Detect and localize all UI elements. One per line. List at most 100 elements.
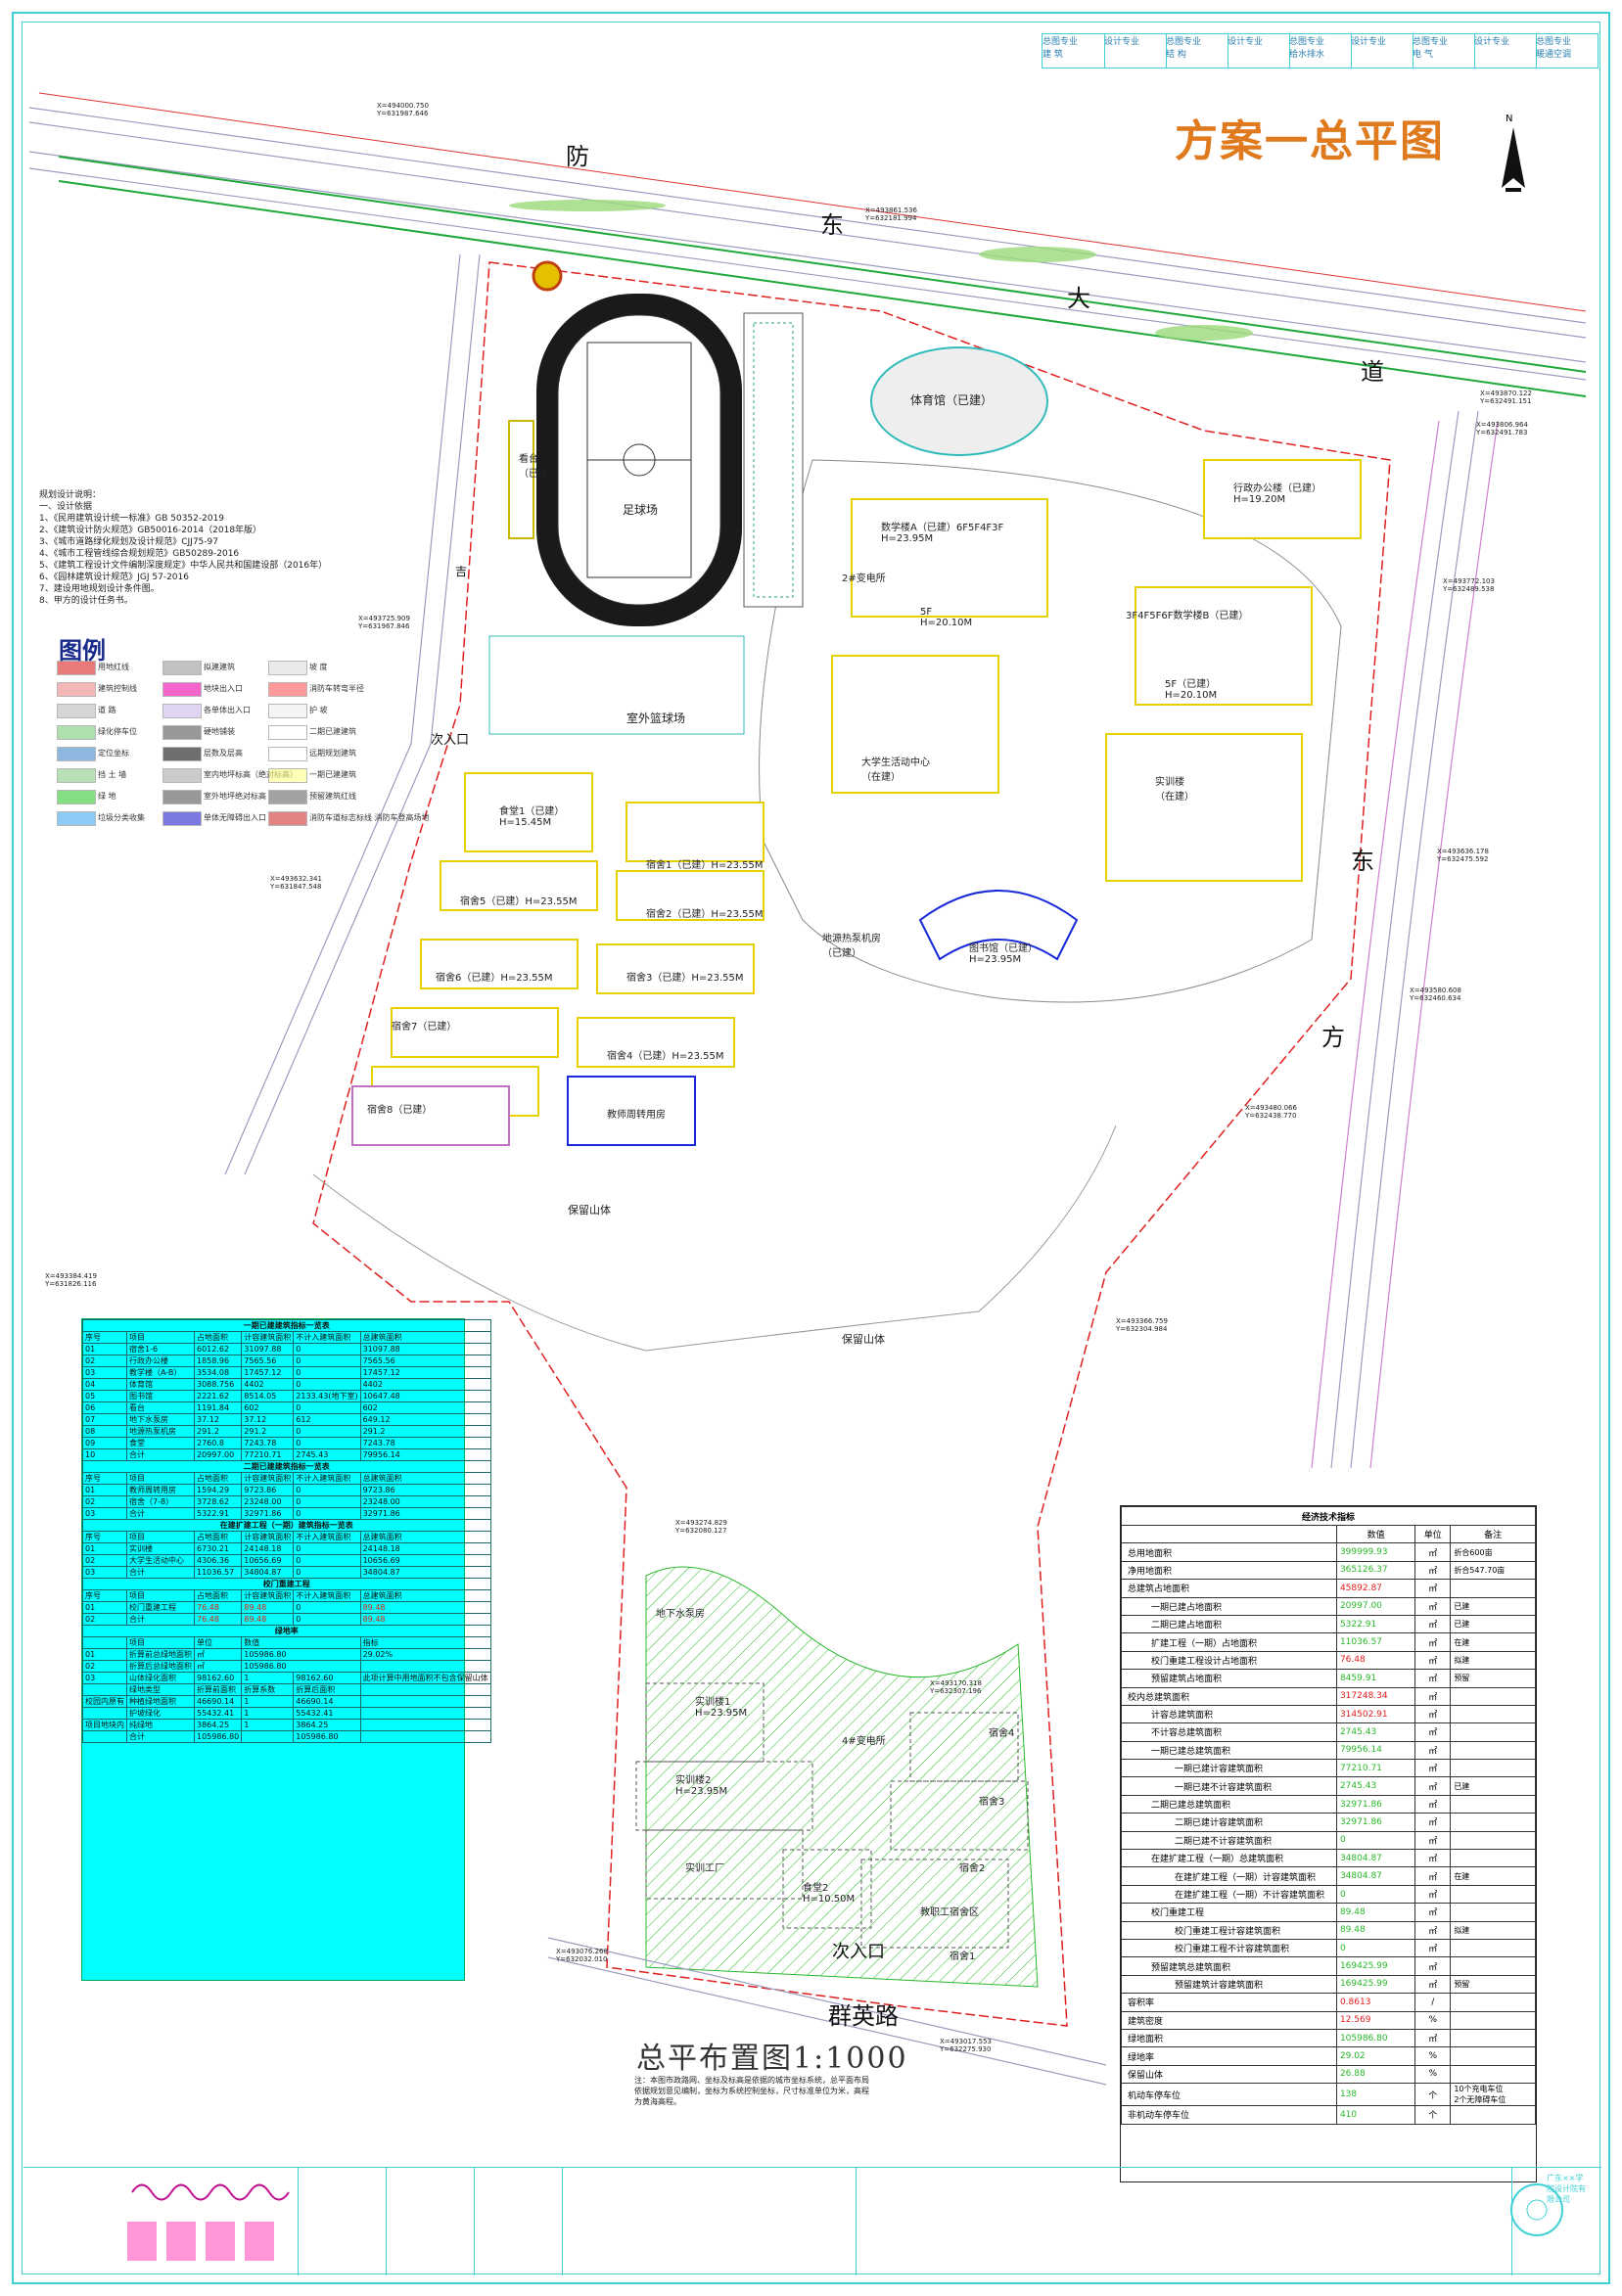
table-cell: 3088.756 [193,1378,243,1391]
table-cell: 3864.25 [293,1719,361,1731]
table-cell: 项目 [126,1531,195,1543]
company-seal-icon [1510,2183,1563,2236]
road-label: 方 [1321,1024,1345,1051]
table-cell: 护坡绿化 [126,1707,195,1720]
table-cell: 总建筑占地面积 [1121,1579,1337,1598]
table-cell: 8514.05 [241,1390,295,1402]
table-cell: 二期已建不计容建筑面积 [1121,1830,1337,1851]
table-cell: 已建 [1450,1596,1536,1616]
table-cell: 数值 [241,1636,361,1649]
table-cell: ㎡ [1414,1722,1452,1742]
table-cell: 1191.84 [193,1401,243,1414]
table-row: 数值单位备注 [1121,1524,1536,1544]
table-cell: ㎡ [1414,1884,1452,1905]
table-cell: 06 [82,1401,127,1414]
table-cell: 宿舍1-6 [126,1343,195,1355]
hill-boundary [312,1125,1117,1352]
pump-label: 地源热泵机房 （已建） [822,934,881,959]
table-cell: ㎡ [1414,1776,1452,1796]
practice1-label: 实训楼1 H=23.95M [695,1697,748,1719]
tb-cell [562,2168,857,2275]
table-cell: 45892.87 [1335,1579,1416,1598]
substation-label: 2#变电所 [842,574,886,584]
table-cell: 一期已建建筑指标一览表 [82,1319,491,1332]
road-label: 东 [820,211,844,239]
table-cell: 绿地面积 [1121,2028,1337,2048]
south-road [547,1937,1107,2086]
table-cell: 10656.69 [241,1554,295,1567]
table-cell: 01 [82,1601,127,1614]
table-cell: 不计入建筑面积 [293,1472,361,1485]
table-cell: 校内总建筑面积 [1121,1686,1337,1706]
table-cell: 合计 [126,1566,195,1579]
table-cell: 01 [82,1542,127,1555]
south-pump-label: 地下水泵房 [656,1609,705,1620]
table-cell: 602 [241,1401,295,1414]
table-row: 校门重建工程 [82,1578,491,1590]
table-cell [1450,1849,1536,1868]
table-cell: 20997.00 [193,1448,243,1461]
legend-swatch [57,682,96,697]
table-cell: 89.48 [359,1613,491,1626]
legend-item-label: 用地红线 [98,663,129,671]
legend-swatch [162,725,202,740]
dorm2-label: 宿舍2（已建）H=23.55M [646,909,764,920]
student-center-label: 大学生活动中心 （在建） [861,758,930,783]
table-cell: 09 [82,1437,127,1449]
tb-cell [23,2168,299,2275]
legend-swatch [268,747,307,761]
table-cell: 4306.36 [193,1554,243,1567]
coord-label: X=493861.536 Y=632181.994 [865,207,917,222]
table-cell: 32971.86 [359,1507,491,1520]
drawing-title: 总平布置图1:1000 [636,2042,908,2076]
sub4-label: 4#变电所 [842,1736,886,1747]
gymnasium [870,346,1048,456]
legend-item-label: 挡 土 墙 [98,770,127,779]
table-header: 备注 [1450,1524,1536,1544]
table-cell: ㎡ [1414,1579,1452,1598]
table-cell: 保留山体 [1121,2064,1337,2085]
table-cell: 1594.29 [193,1484,243,1496]
table-cell: 29.02% [359,1648,491,1661]
table-cell: 08 [82,1425,127,1438]
table-cell: 0 [293,1507,361,1520]
table-cell: 序号 [82,1531,127,1543]
table-cell: ㎡ [1414,1974,1452,1995]
legend-item-label: 远期规划建筑 [309,749,356,758]
table-cell: ㎡ [1414,1542,1452,1562]
table-cell: 649.12 [359,1413,491,1426]
table-cell: 1858.96 [193,1355,243,1367]
table-cell: 07 [82,1413,127,1426]
dorm1-label: 宿舍1（已建）H=23.55M [646,860,764,871]
table-cell [1450,1956,1536,1976]
table-cell: 行政办公楼 [126,1355,195,1367]
legend-title: 图例 [59,637,106,665]
legend-swatch [162,811,202,826]
table-cell: 76.48 [1335,1650,1416,1671]
legend-swatch [162,790,202,804]
table-cell: ㎡ [1414,1903,1452,1922]
legend-swatch [162,704,202,718]
legend-swatch [268,704,307,718]
table-cell [1450,1903,1536,1922]
table-cell: 预留 [1450,1669,1536,1688]
table-cell: 拟建 [1450,1920,1536,1940]
table-cell: 总建筑面积 [359,1589,491,1602]
legend-item-label: 室内地坪标高（绝对标高） [204,770,298,779]
table-cell: 绿地率 [82,1625,491,1637]
table-cell [82,1707,127,1720]
ring-road [759,459,1342,1003]
table-cell: 在建扩建工程（一期）计容建筑面积 [1121,1866,1337,1886]
